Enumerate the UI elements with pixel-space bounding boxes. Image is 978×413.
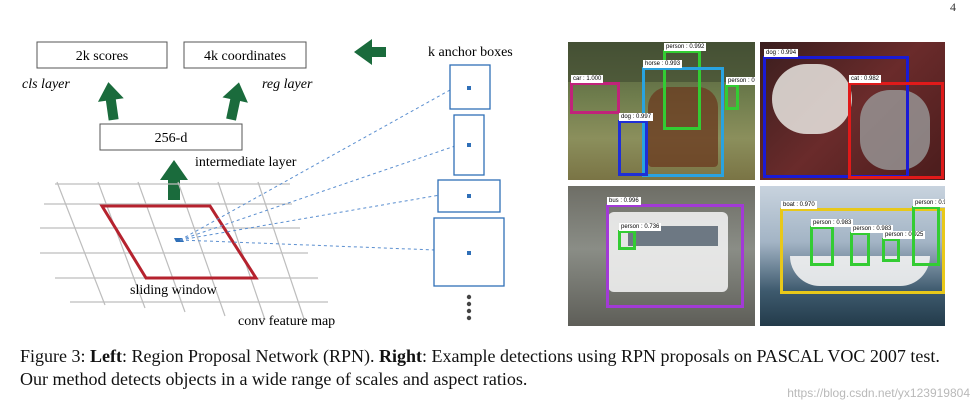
detection-box: boat : 0.970	[780, 201, 945, 294]
rpn-diagram: 2k scores 4k coordinates cls layer reg l…	[22, 39, 513, 329]
detection-box: person : 0.979	[725, 77, 755, 110]
ellipsis-dot	[466, 301, 472, 307]
detection-label: bus : 0.996	[607, 197, 641, 205]
figure-caption: Figure 3: Left: Region Proposal Network …	[20, 345, 965, 391]
detection-box: bus : 0.996	[606, 197, 744, 308]
detection-box: person : 0.992	[663, 43, 707, 130]
arrow-to-reg	[222, 82, 248, 121]
detection-box: person : 0.989	[912, 199, 945, 266]
detection-label: boat : 0.970	[781, 201, 817, 209]
scores-label: 2k scores	[76, 49, 129, 64]
detection-label: person : 0.983	[811, 219, 854, 227]
anchor-center	[467, 251, 471, 255]
detection-photo-4: boat : 0.970 person : 0.983 person : 0.9…	[760, 186, 945, 326]
anchor-center	[467, 143, 471, 147]
detection-label: person : 0.983	[851, 225, 894, 233]
arrow-to-cls	[97, 82, 124, 121]
feature-map-grid	[40, 181, 328, 323]
caption-left-bold: Left	[90, 346, 122, 366]
scores-box	[36, 41, 168, 69]
detection-box: person : 0.925	[882, 231, 926, 262]
page-number: 4	[950, 0, 956, 14]
detection-box: cat : 0.982	[848, 75, 944, 179]
detection-label: person : 0.736	[619, 223, 662, 231]
arrow-from-anchors	[354, 39, 386, 65]
reg-layer-label: reg layer	[262, 77, 313, 92]
detection-label: person : 0.989	[913, 199, 945, 207]
coords-box	[183, 41, 307, 69]
detection-box: horse : 0.993	[642, 60, 724, 177]
caption-left-text: : Region Proposal Network (RPN).	[121, 346, 379, 366]
feature-map-label: conv feature map	[238, 314, 335, 329]
detection-label: person : 0.925	[883, 231, 926, 239]
detection-box: car : 1.000	[570, 75, 620, 114]
ellipsis-dot	[466, 294, 472, 300]
intermediate-layer-label: intermediate layer	[195, 155, 297, 170]
detection-box: person : 0.983	[810, 219, 854, 266]
arrow-from-window	[160, 160, 188, 200]
caption-right-text: : Example detections using RPN proposals…	[20, 346, 940, 389]
ellipsis-dot	[466, 308, 472, 314]
ellipsis-dot	[466, 315, 472, 321]
intermediate-box-label: 256-d	[155, 131, 188, 146]
intermediate-box	[99, 123, 243, 151]
detection-label: person : 0.979	[726, 77, 755, 85]
sliding-window-label: sliding window	[130, 283, 218, 298]
detection-label: dog : 0.997	[619, 113, 654, 121]
detection-label: cat : 0.982	[849, 75, 882, 83]
caption-right-bold: Right	[378, 346, 422, 366]
detection-label: dog : 0.994	[764, 49, 799, 57]
anchor-center	[467, 194, 471, 198]
detection-label: horse : 0.993	[643, 60, 683, 68]
detection-photo-1: car : 1.000 person : 0.992 horse : 0.993…	[568, 42, 755, 180]
detection-label: car : 1.000	[571, 75, 604, 83]
connector-line	[179, 194, 441, 241]
detection-photo-3: bus : 0.996 person : 0.736	[568, 186, 755, 326]
cls-layer-label: cls layer	[22, 77, 70, 92]
connector-line	[179, 144, 459, 241]
connector-line	[179, 239, 436, 251]
detection-box: dog : 0.994	[763, 49, 909, 178]
detection-box: dog : 0.997	[618, 113, 654, 176]
detection-box: person : 0.983	[850, 225, 894, 266]
coords-label: 4k coordinates	[204, 49, 286, 64]
anchor-boxes-label: k anchor boxes	[428, 45, 513, 60]
sliding-window	[99, 204, 259, 280]
detection-label: person : 0.992	[664, 43, 707, 51]
detection-box: person : 0.736	[618, 223, 662, 250]
caption-prefix: Figure 3:	[20, 346, 90, 366]
anchor-center	[467, 86, 471, 90]
watermark: https://blog.csdn.net/yx123919804	[787, 386, 970, 400]
detection-photo-2: dog : 0.994 cat : 0.982	[760, 42, 945, 180]
